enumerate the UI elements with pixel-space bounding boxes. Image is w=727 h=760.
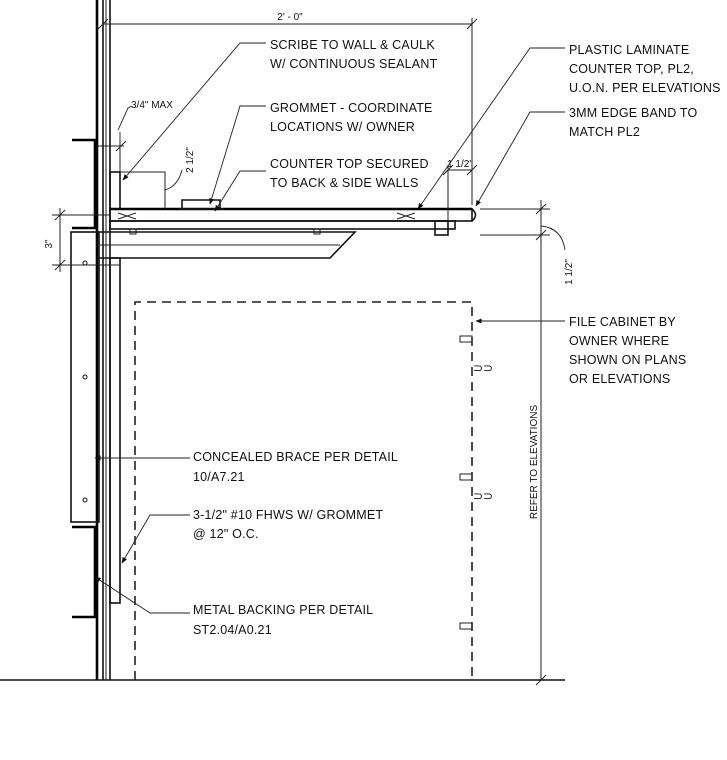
refer-elevations-label: REFER TO ELEVATIONS: [529, 405, 540, 520]
scribe-max-label: 3/4" MAX: [131, 100, 173, 111]
cabinet-handle: [459, 335, 473, 343]
scribe-note: SCRIBE TO WALL & CAULK W/ CONTINUOUS SEA…: [270, 38, 438, 71]
svg-text:CONCEALED BRACE PER DETAIL: CONCEALED BRACE PER DETAIL: [193, 450, 398, 464]
counter-thickness-dimension: 1 1/2": [480, 200, 575, 285]
countertop: [109, 199, 477, 236]
edge-setback-dimension: 1 1/2": [442, 159, 478, 220]
screw-leader: [121, 514, 190, 564]
concealed-brace: [70, 231, 357, 523]
cabinet-handle: [459, 473, 473, 481]
height-dimension: REFER TO ELEVATIONS: [529, 244, 547, 686]
svg-text:FILE CABINET BY: FILE CABINET BY: [569, 315, 676, 329]
backing-leader: [94, 576, 190, 614]
svg-text:W/ CONTINUOUS SEALANT: W/ CONTINUOUS SEALANT: [270, 57, 438, 71]
edge-band: [471, 208, 477, 222]
secured-leader: [214, 170, 266, 212]
svg-text:METAL BACKING PER DETAIL: METAL BACKING PER DETAIL: [193, 603, 373, 617]
svg-text:MATCH PL2: MATCH PL2: [569, 125, 640, 139]
backsplash-height-dimension: 2 1/2": [164, 147, 196, 209]
svg-text:ST2.04/A0.21: ST2.04/A0.21: [193, 623, 272, 637]
edge-setback-label: 1 1/2": [447, 159, 473, 170]
front-edge-block: [434, 220, 449, 236]
file-cabinet: ⊃⊃ ⊃⊃: [134, 301, 493, 680]
svg-text:SHOWN ON PLANS: SHOWN ON PLANS: [569, 353, 686, 367]
screw-note: 3-1/2" #10 FHWS W/ GROMMET @ 12" O.C.: [193, 508, 383, 541]
countertop-cleat: [313, 228, 321, 235]
cabinet-latch: ⊃⊃: [473, 361, 493, 375]
secured-note: COUNTER TOP SECURED TO BACK & SIDE WALLS: [270, 157, 429, 190]
svg-text:10/A7.21: 10/A7.21: [193, 470, 245, 484]
edge-band-leader: [475, 111, 565, 207]
svg-text:OWNER WHERE: OWNER WHERE: [569, 334, 669, 348]
scribe-max-dimension: 3/4" MAX: [98, 100, 173, 172]
svg-text:SCRIBE TO WALL & CAULK: SCRIBE TO WALL & CAULK: [270, 38, 435, 52]
overall-width-label: 2' - 0": [277, 12, 303, 23]
brace-offset-label: 3": [44, 239, 55, 249]
scribe-leader: [122, 42, 266, 181]
laminate-note: PLASTIC LAMINATE COUNTER TOP, PL2, U.O.N…: [569, 43, 721, 95]
svg-text:PLASTIC LAMINATE: PLASTIC LAMINATE: [569, 43, 689, 57]
svg-text:COUNTER TOP SECURED: COUNTER TOP SECURED: [270, 157, 429, 171]
brace-screw-hole: [82, 497, 88, 503]
svg-text:COUNTER TOP, PL2,: COUNTER TOP, PL2,: [569, 62, 694, 76]
svg-text:U.O.N. PER ELEVATIONS: U.O.N. PER ELEVATIONS: [569, 81, 721, 95]
svg-text:OR ELEVATIONS: OR ELEVATIONS: [569, 372, 670, 386]
svg-text:@ 12" O.C.: @ 12" O.C.: [193, 527, 259, 541]
svg-text:LOCATIONS W/ OWNER: LOCATIONS W/ OWNER: [270, 120, 415, 134]
edge-band-note: 3MM EDGE BAND TO MATCH PL2: [569, 106, 698, 139]
metal-backing: [109, 257, 121, 604]
overall-width-dimension: 2' - 0": [97, 12, 478, 205]
brace-offset-dimension: 3": [44, 208, 120, 272]
svg-text:3MM EDGE BAND TO: 3MM EDGE BAND TO: [569, 106, 698, 120]
svg-text:3-1/2" #10 FHWS W/ GROMMET: 3-1/2" #10 FHWS W/ GROMMET: [193, 508, 383, 522]
svg-text:TO BACK & SIDE WALLS: TO BACK & SIDE WALLS: [270, 176, 419, 190]
backsplash-height-label: 2 1/2": [185, 147, 196, 173]
upper-metal-stud: [72, 138, 97, 230]
brace-screw-hole: [82, 374, 88, 380]
cabinet-note: FILE CABINET BY OWNER WHERE SHOWN ON PLA…: [569, 315, 686, 386]
svg-text:GROMMET - COORDINATE: GROMMET - COORDINATE: [270, 101, 433, 115]
grommet-note: GROMMET - COORDINATE LOCATIONS W/ OWNER: [270, 101, 433, 134]
laminate-leader: [417, 47, 565, 210]
brace-screw-hole: [82, 260, 88, 266]
grommet: [181, 199, 221, 209]
grommet-leader: [209, 105, 266, 205]
lower-metal-stud: [72, 525, 97, 619]
brace-note: CONCEALED BRACE PER DETAIL 10/A7.21: [193, 450, 398, 484]
counter-thickness-label: 1 1/2": [564, 259, 575, 285]
backsplash: [109, 171, 166, 210]
backing-note: METAL BACKING PER DETAIL ST2.04/A0.21: [193, 603, 373, 637]
cabinet-latch: ⊃⊃: [473, 489, 493, 503]
countertop-cleat: [129, 228, 137, 235]
cabinet-handle: [459, 622, 473, 630]
